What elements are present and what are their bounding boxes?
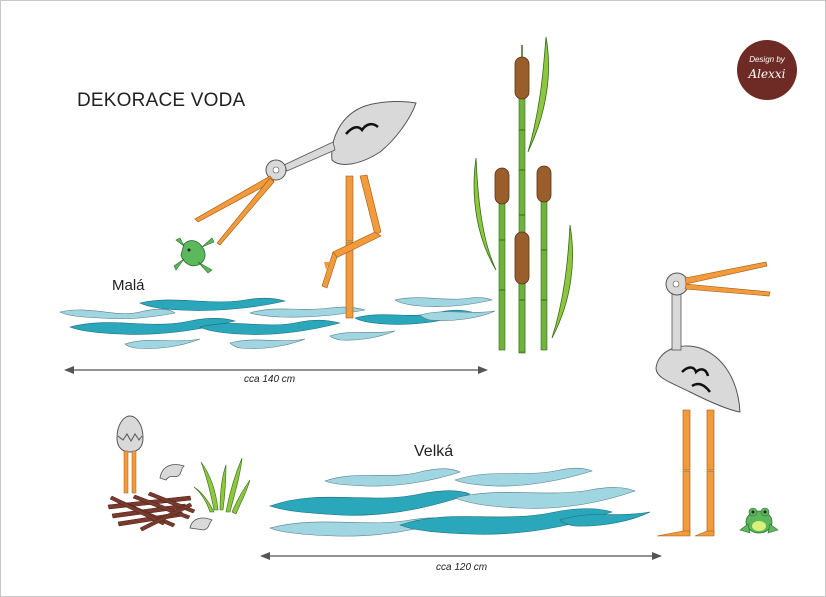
brand-logo: Design by Alexxi: [737, 40, 797, 100]
frog-icon: [173, 237, 215, 274]
label-small: Malá: [112, 277, 145, 294]
dimension-large: cca 120 cm: [436, 562, 488, 573]
heron-icon: [194, 100, 417, 319]
logo-line1: Design by: [749, 55, 785, 64]
wave-icon: [269, 467, 651, 537]
heron-icon: [655, 261, 771, 537]
frog-icon: [739, 507, 779, 534]
arrow-icon: [64, 366, 488, 374]
label-large: Velká: [414, 443, 454, 460]
grass-icon: [193, 457, 251, 515]
arrow-icon: [260, 552, 662, 560]
nest-icon: [107, 491, 196, 532]
dimension-small: cca 140 cm: [244, 374, 296, 385]
logo-line2: Alexxi: [748, 67, 786, 81]
page-title: DEKORACE VODA: [77, 90, 246, 111]
egg-icon: [116, 415, 213, 531]
cattail-icon: [473, 36, 573, 354]
wave-icon: [59, 297, 496, 349]
